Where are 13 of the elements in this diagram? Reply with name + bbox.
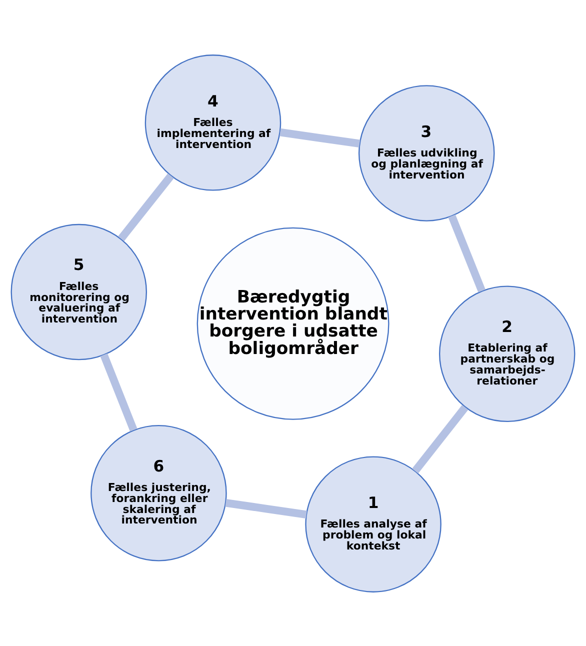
node-circle: Bæredygtig intervention blandt borgere i udsatte boligområder [196, 226, 390, 420]
node-circle: 5 Fælles monitorering og evaluering af intervention [10, 223, 148, 360]
node-circle: 2 Etablering af partnerskab og samarbejds- relationer [438, 285, 576, 422]
connector [118, 172, 174, 241]
connector [100, 352, 138, 432]
node-circle: 3 Fælles udvikling og planlægning af intervention [358, 84, 495, 221]
connector [280, 128, 360, 147]
node-circle: 6 Fælles justering, forankring eller skalering af intervention [90, 424, 227, 561]
connector [448, 214, 486, 292]
connector [225, 498, 307, 518]
node-circle: 1 Fælles analyse af problem og lokal kontekst [305, 456, 442, 592]
connector [412, 404, 468, 473]
node-circle: 4 Fælles implementering af intervention [144, 54, 282, 190]
